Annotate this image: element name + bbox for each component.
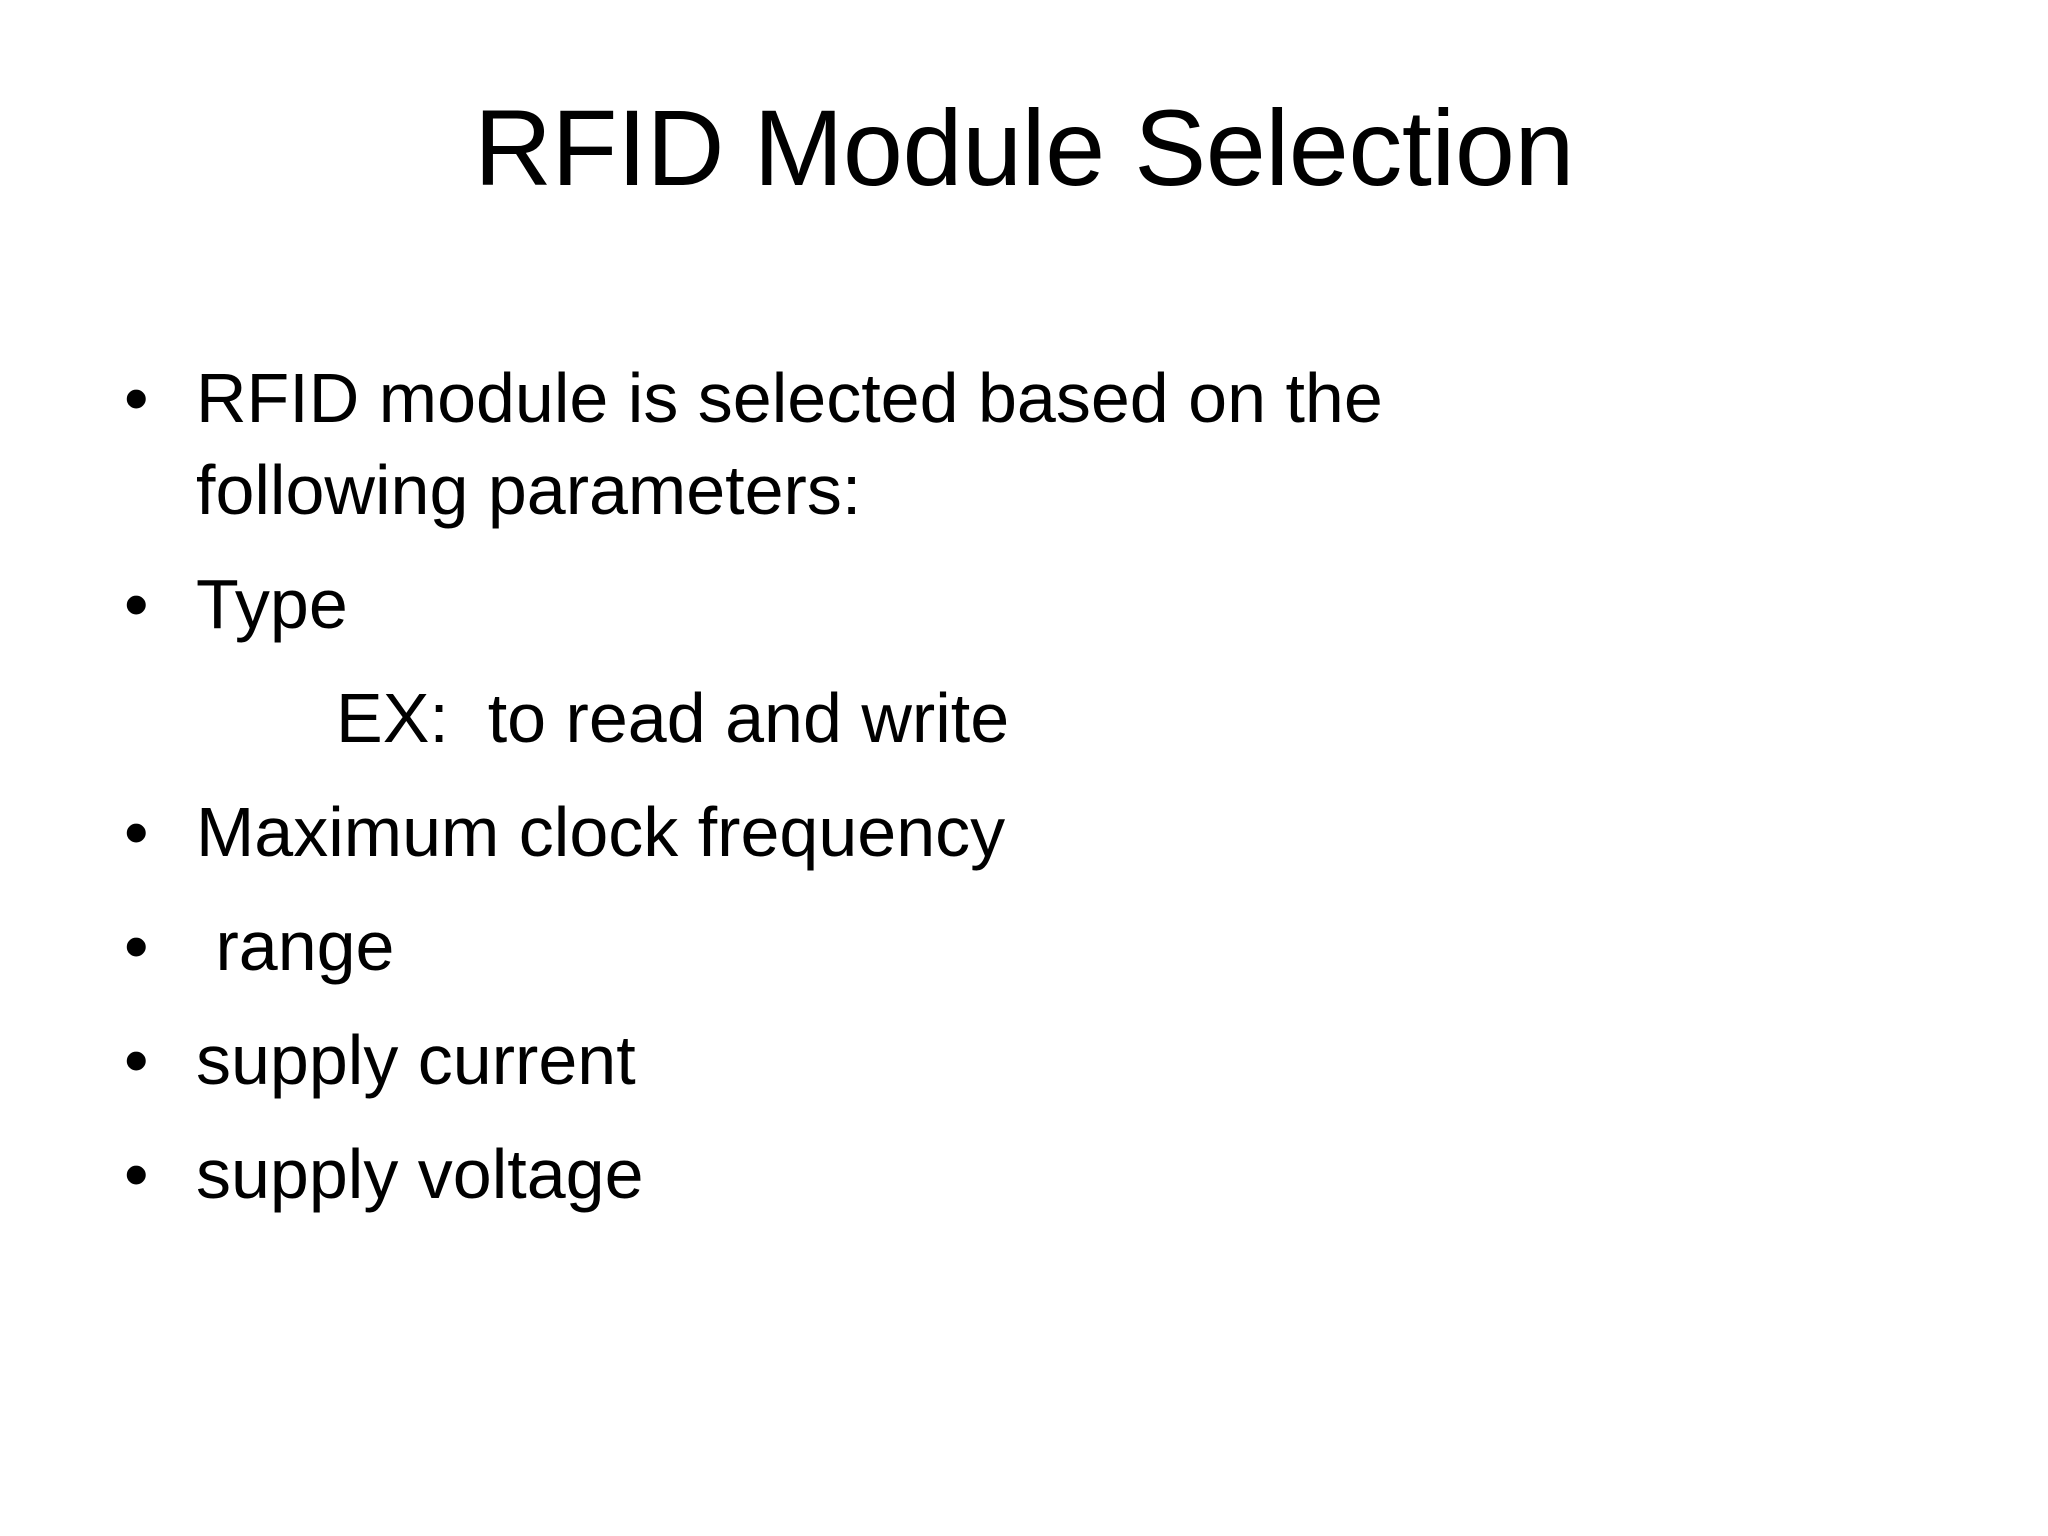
list-item[interactable]: • range <box>118 900 1918 992</box>
bullet-point-icon: • <box>124 1021 149 1099</box>
list-item-label: supply current <box>196 1021 636 1099</box>
bullet-point-icon: • <box>124 1135 149 1213</box>
list-item-label: range <box>196 907 395 985</box>
list-item[interactable]: • Maximum clock frequency <box>118 786 1918 878</box>
list-item[interactable]: • RFID module is selected based on the f… <box>118 352 1918 536</box>
bullet-point-icon: • <box>124 359 149 437</box>
page-title: RFID Module Selection <box>474 87 1574 208</box>
list-item-label: supply voltage <box>196 1135 644 1213</box>
list-item-label: Type <box>196 565 348 643</box>
list-item[interactable]: • supply current <box>118 1014 1918 1106</box>
bullet-point-icon: • <box>124 907 149 985</box>
bullet-point-icon: • <box>124 793 149 871</box>
list-item-label: RFID module is selected based on the fol… <box>196 359 1403 529</box>
bullet-point-icon: • <box>124 565 149 643</box>
slide-body-content: • RFID module is selected based on the f… <box>118 352 1918 1242</box>
list-item[interactable]: • supply voltage <box>118 1128 1918 1220</box>
list-item-label: Maximum clock frequency <box>196 793 1006 871</box>
list-item[interactable]: • Type <box>118 558 1918 650</box>
list-item-sub-label: EX: to read and write <box>336 679 1010 757</box>
